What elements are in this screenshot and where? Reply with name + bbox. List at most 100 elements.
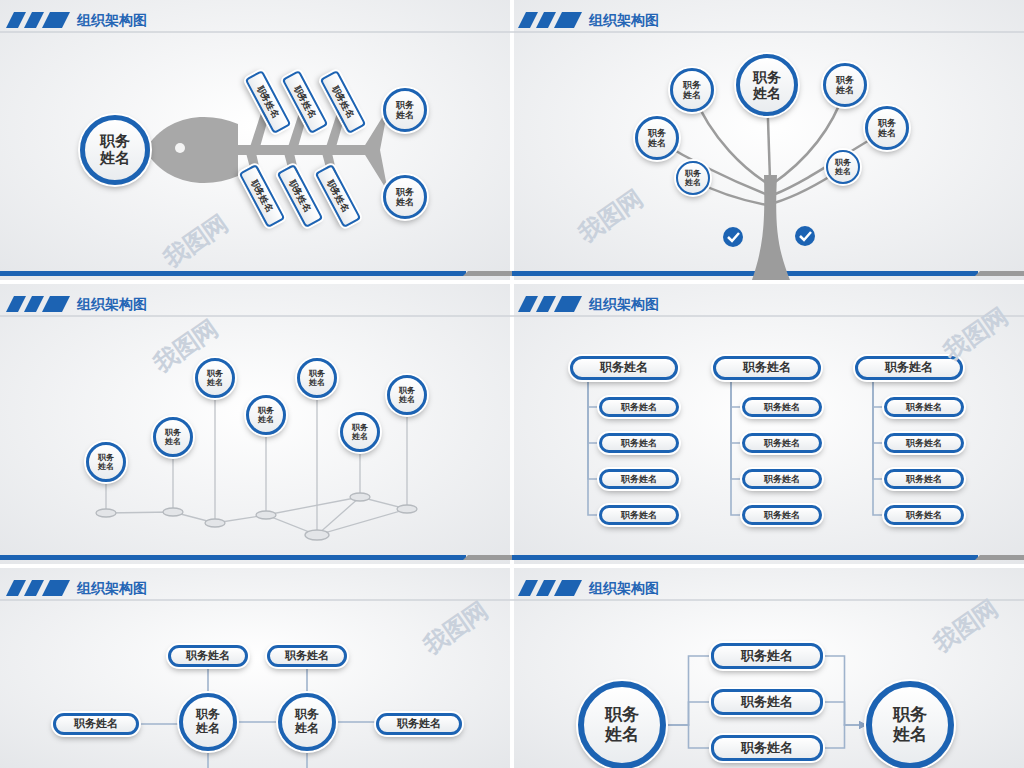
connector [139, 723, 179, 725]
position-text: 职务姓名 [621, 510, 657, 520]
slide-ground [0, 0, 510, 280]
position-circle: 职务 姓名 [340, 412, 380, 452]
position-text: 职务 姓名 [164, 428, 182, 446]
position-text: 职务 姓名 [257, 406, 275, 424]
position-text: 职务姓名 [741, 741, 793, 756]
position-box: 职务姓名 [742, 433, 822, 453]
header-stripes [0, 12, 512, 32]
position-text: 职务 姓名 [890, 705, 929, 744]
position-text: 职务 姓名 [602, 705, 641, 744]
position-text: 职务姓名 [292, 84, 318, 121]
footer-bar [512, 555, 1024, 560]
position-text: 职务姓名 [621, 474, 657, 484]
position-text: 职务姓名 [764, 510, 800, 520]
position-box: 职务姓名 [599, 505, 679, 525]
position-text: 职务姓名 [397, 718, 441, 731]
connector [588, 380, 599, 515]
slide-title: 组织架构图 [77, 12, 147, 30]
connector [873, 380, 884, 443]
slide-title: 组织架构图 [589, 12, 659, 30]
position-text: 职务 姓名 [684, 169, 702, 187]
position-text: 职务 姓名 [751, 69, 783, 101]
slide-title: 组织架构图 [77, 580, 147, 598]
tree [657, 90, 887, 280]
position-text: 职务姓名 [621, 438, 657, 448]
position-text: 职务姓名 [741, 695, 793, 710]
position-circle: 职务 姓名 [246, 395, 286, 435]
position-box: 职务姓名 [884, 433, 964, 453]
position-text: 职务姓名 [74, 718, 118, 731]
position-text: 职务姓名 [330, 84, 356, 121]
position-text: 职务 姓名 [293, 708, 321, 736]
position-text: 职务 姓名 [395, 187, 416, 208]
position-text: 职务 姓名 [877, 118, 898, 139]
position-circle: 职务 姓名 [383, 175, 427, 219]
connector [873, 380, 884, 515]
position-circle: 职务 姓名 [866, 681, 954, 768]
position-circle: 职务 姓名 [383, 88, 427, 132]
connector [731, 380, 742, 443]
position-circle: 职务 姓名 [823, 63, 867, 107]
position-circle: 职务 姓名 [278, 693, 336, 751]
position-text: 职务姓名 [325, 178, 351, 215]
connector [207, 667, 209, 693]
position-text: 职务姓名 [741, 649, 793, 664]
header-stripes [0, 296, 512, 316]
connector [336, 721, 376, 723]
connector [823, 656, 866, 725]
slide-title: 组织架构图 [589, 296, 659, 314]
slide-ground [0, 568, 510, 768]
position-text: 职务 姓名 [97, 453, 115, 471]
position-text: 职务 姓名 [398, 386, 416, 404]
connector [666, 656, 711, 725]
header-stripes [512, 580, 1024, 600]
position-circle: 职务 姓名 [195, 358, 235, 398]
position-text: 职务 姓名 [682, 80, 703, 101]
position-circle: 职务 姓名 [153, 417, 193, 457]
position-box: 职务姓名 [711, 643, 823, 669]
connector [666, 725, 711, 748]
connector [237, 721, 278, 723]
position-circle: 职务 姓名 [387, 375, 427, 415]
position-text: 职务姓名 [600, 361, 648, 375]
position-text: 职务姓名 [906, 474, 942, 484]
position-text: 职务 姓名 [395, 100, 416, 121]
position-box: 职务姓名 [376, 713, 462, 735]
footer-bar [0, 555, 512, 560]
position-box: 职务姓名 [884, 397, 964, 417]
position-box: 职务姓名 [742, 397, 822, 417]
connector [873, 380, 884, 407]
position-text: 职务姓名 [285, 650, 329, 663]
header-stripes [512, 12, 1024, 32]
position-circle: 职务 姓名 [86, 442, 126, 482]
position-circle: 职务 姓名 [80, 115, 150, 185]
position-text: 职务姓名 [885, 361, 933, 375]
connector [823, 725, 866, 748]
connector [666, 702, 711, 725]
position-circle: 职务 姓名 [578, 681, 666, 768]
position-box: 职务姓名 [168, 645, 248, 667]
position-circle: 职务 姓名 [736, 54, 798, 116]
header-stripes [0, 580, 512, 600]
position-text: 职务 姓名 [206, 369, 224, 387]
position-text: 职务姓名 [743, 361, 791, 375]
pin-network [96, 378, 417, 540]
footer-bar [0, 271, 512, 276]
position-box: 职务姓名 [855, 356, 963, 380]
position-box: 职务姓名 [599, 433, 679, 453]
position-text: 职务姓名 [764, 402, 800, 412]
position-box: 职务姓名 [742, 505, 822, 525]
position-text: 职务姓名 [906, 402, 942, 412]
stub-line [208, 752, 307, 768]
position-text: 职务 姓名 [194, 708, 222, 736]
position-box: 职务姓名 [711, 735, 823, 761]
position-circle: 职务 姓名 [865, 106, 909, 150]
position-circle: 职务 姓名 [635, 116, 679, 160]
header-stripes [512, 296, 1024, 316]
position-box: 职务姓名 [267, 645, 347, 667]
connector [588, 380, 599, 407]
slide-ground [514, 0, 1024, 280]
position-text: 职务姓名 [287, 178, 313, 215]
slide-ground [0, 284, 510, 564]
position-box: 职务姓名 [711, 689, 823, 715]
